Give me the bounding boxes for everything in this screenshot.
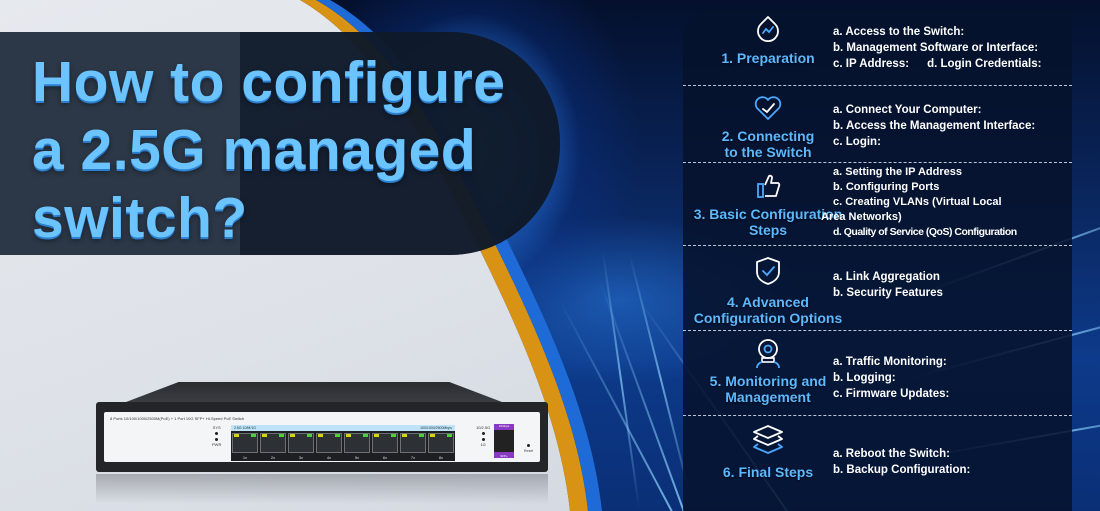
- step-item: c. IP Address:: [833, 58, 910, 70]
- drop-wave-icon: [757, 16, 779, 43]
- rj45-port: [372, 433, 398, 453]
- step-item: a. Access to the Switch:: [833, 26, 965, 38]
- step-connecting: 2. Connecting to the Switch a. Connect Y…: [683, 86, 1072, 163]
- step-item: b. Access the Management Interface:: [833, 120, 1036, 132]
- rj45-port: [288, 433, 314, 453]
- thumbs-up-icon: [757, 174, 781, 198]
- step-item: c. Creating VLANs (Virtual Local: [833, 196, 1002, 208]
- sfp-port: 10Gbps SFP+: [494, 424, 514, 458]
- step-item: a. Connect Your Computer:: [833, 104, 982, 116]
- rj45-port-strip: 2.5G 10/M/1G 100/1000/2500Mbps 1x 2x: [231, 425, 455, 461]
- step-title: 1. Preparation: [721, 50, 815, 66]
- rj45-port: [344, 433, 370, 453]
- port-numbers: 1x 2x 3x 4x 5x 6x 7x 8x: [231, 453, 455, 461]
- step-title: 4. Advanced: [727, 294, 809, 310]
- step-item: c. Login:: [833, 136, 881, 148]
- title-line: switch?: [32, 186, 248, 250]
- step-title: to the Switch: [724, 144, 812, 160]
- step-final: 6. Final Steps a. Reboot the Switch: b. …: [683, 416, 1072, 511]
- switch-reflection: [96, 474, 548, 504]
- step-title: 3. Basic Configuration: [693, 206, 843, 222]
- switch-body: 8 Ports 10/100/1000/2500M(PoE) + 1 Port …: [96, 402, 548, 472]
- rj45-ports: [231, 431, 455, 453]
- step-advanced-configuration: 4. Advanced Configuration Options a. Lin…: [683, 246, 1072, 331]
- pwr-led-label: PWR: [212, 442, 222, 447]
- step-item: a. Reboot the Switch:: [833, 448, 950, 460]
- step-item: a. Link Aggregation: [833, 271, 940, 283]
- step-title: Configuration Options: [693, 310, 843, 326]
- step-item: d. Quality of Service (QoS) Configuratio…: [833, 226, 1017, 238]
- reset-button: Reset: [524, 444, 533, 453]
- shield-check-icon: [756, 257, 780, 285]
- step-item: b. Logging:: [833, 372, 896, 384]
- layers-icon: [753, 425, 783, 454]
- switch-model-caption: 8 Ports 10/100/1000/2500M(PoE) + 1 Port …: [110, 416, 245, 421]
- title-line: a 2.5G managed: [32, 118, 477, 182]
- step-item: a. Traffic Monitoring:: [833, 356, 947, 368]
- step-item: a. Setting the IP Address: [833, 166, 962, 178]
- rj45-port: [232, 433, 258, 453]
- rj45-port: [260, 433, 286, 453]
- step-title: Steps: [748, 222, 788, 238]
- step-preparation: 1. Preparation a. Access to the Switch: …: [683, 10, 1072, 86]
- step-item: c. Firmware Updates:: [833, 388, 950, 400]
- step-item: Area Networks): [821, 211, 902, 223]
- steps-panel: 1. Preparation a. Access to the Switch: …: [683, 10, 1072, 511]
- webcam-monitor-icon: [756, 339, 780, 369]
- rj45-port: [316, 433, 342, 453]
- step-basic-configuration: 3. Basic Configuration Steps a. Setting …: [683, 163, 1072, 246]
- step-monitoring: 5. Monitoring and Management a. Traffic …: [683, 331, 1072, 416]
- switch-front-panel: 8 Ports 10/100/1000/2500M(PoE) + 1 Port …: [104, 412, 540, 462]
- step-title: 5. Monitoring and: [709, 373, 827, 389]
- rj45-port: [428, 433, 454, 453]
- switch-top-cover: [126, 382, 502, 402]
- heart-check-icon: [754, 96, 782, 120]
- port-strip-labels: 2.5G 10/M/1G 100/1000/2500Mbps: [231, 425, 455, 431]
- network-switch-image: 8 Ports 10/100/1000/2500M(PoE) + 1 Port …: [96, 382, 556, 507]
- step-item: b. Configuring Ports: [833, 181, 940, 193]
- title-band: [0, 32, 560, 255]
- title-line: How to configure: [32, 50, 506, 114]
- step-item: b. Management Software or Interface:: [833, 42, 1039, 54]
- step-item: b. Security Features: [833, 287, 943, 299]
- step-title: 6. Final Steps: [722, 464, 814, 480]
- step-item: d. Login Credentials:: [927, 58, 1042, 70]
- page-title: How to configure a 2.5G managed switch?: [32, 48, 592, 252]
- status-leds: SYS PWR: [212, 424, 221, 449]
- sfp-leds: 10/2.5G 1G: [476, 425, 491, 447]
- step-item: b. Backup Configuration:: [833, 464, 971, 476]
- sys-led-label: SYS: [212, 425, 221, 430]
- step-title: Management: [725, 389, 811, 405]
- rj45-port: [400, 433, 426, 453]
- step-title: 2. Connecting: [721, 128, 815, 144]
